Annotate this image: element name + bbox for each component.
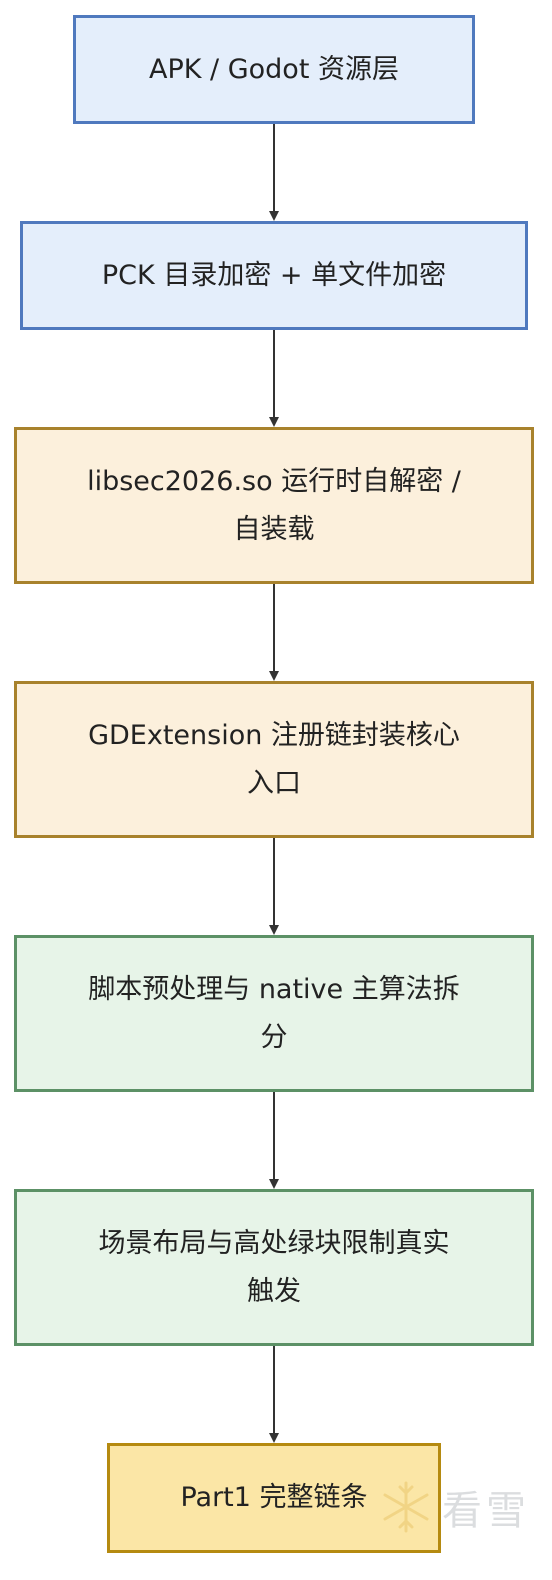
node-label: APK / Godot 资源层	[149, 53, 399, 85]
node-label: 场景布局与高处绿块限制真实触发	[98, 1227, 450, 1307]
node-script-preprocess-native-split: 脚本预处理与 native 主算法拆分	[14, 935, 534, 1092]
node-label: Part1 完整链条	[180, 1482, 368, 1513]
node-libsec-runtime-decrypt: libsec2026.so 运行时自解密 / 自装载	[14, 427, 534, 584]
node-scene-layout-trigger: 场景布局与高处绿块限制真实触发	[14, 1189, 534, 1346]
node-label: 脚本预处理与 native 主算法拆分	[88, 973, 460, 1053]
node-part1-complete-chain: Part1 完整链条	[107, 1443, 441, 1553]
node-pck-encryption: PCK 目录加密 + 单文件加密	[20, 221, 528, 330]
node-gdextension-registration: GDExtension 注册链封装核心入口	[14, 681, 534, 838]
node-label: PCK 目录加密 + 单文件加密	[101, 259, 447, 291]
node-label: libsec2026.so 运行时自解密 / 自装载	[87, 465, 461, 545]
node-label: GDExtension 注册链封装核心入口	[88, 719, 460, 799]
node-apk-godot-resource-layer: APK / Godot 资源层	[73, 15, 475, 124]
